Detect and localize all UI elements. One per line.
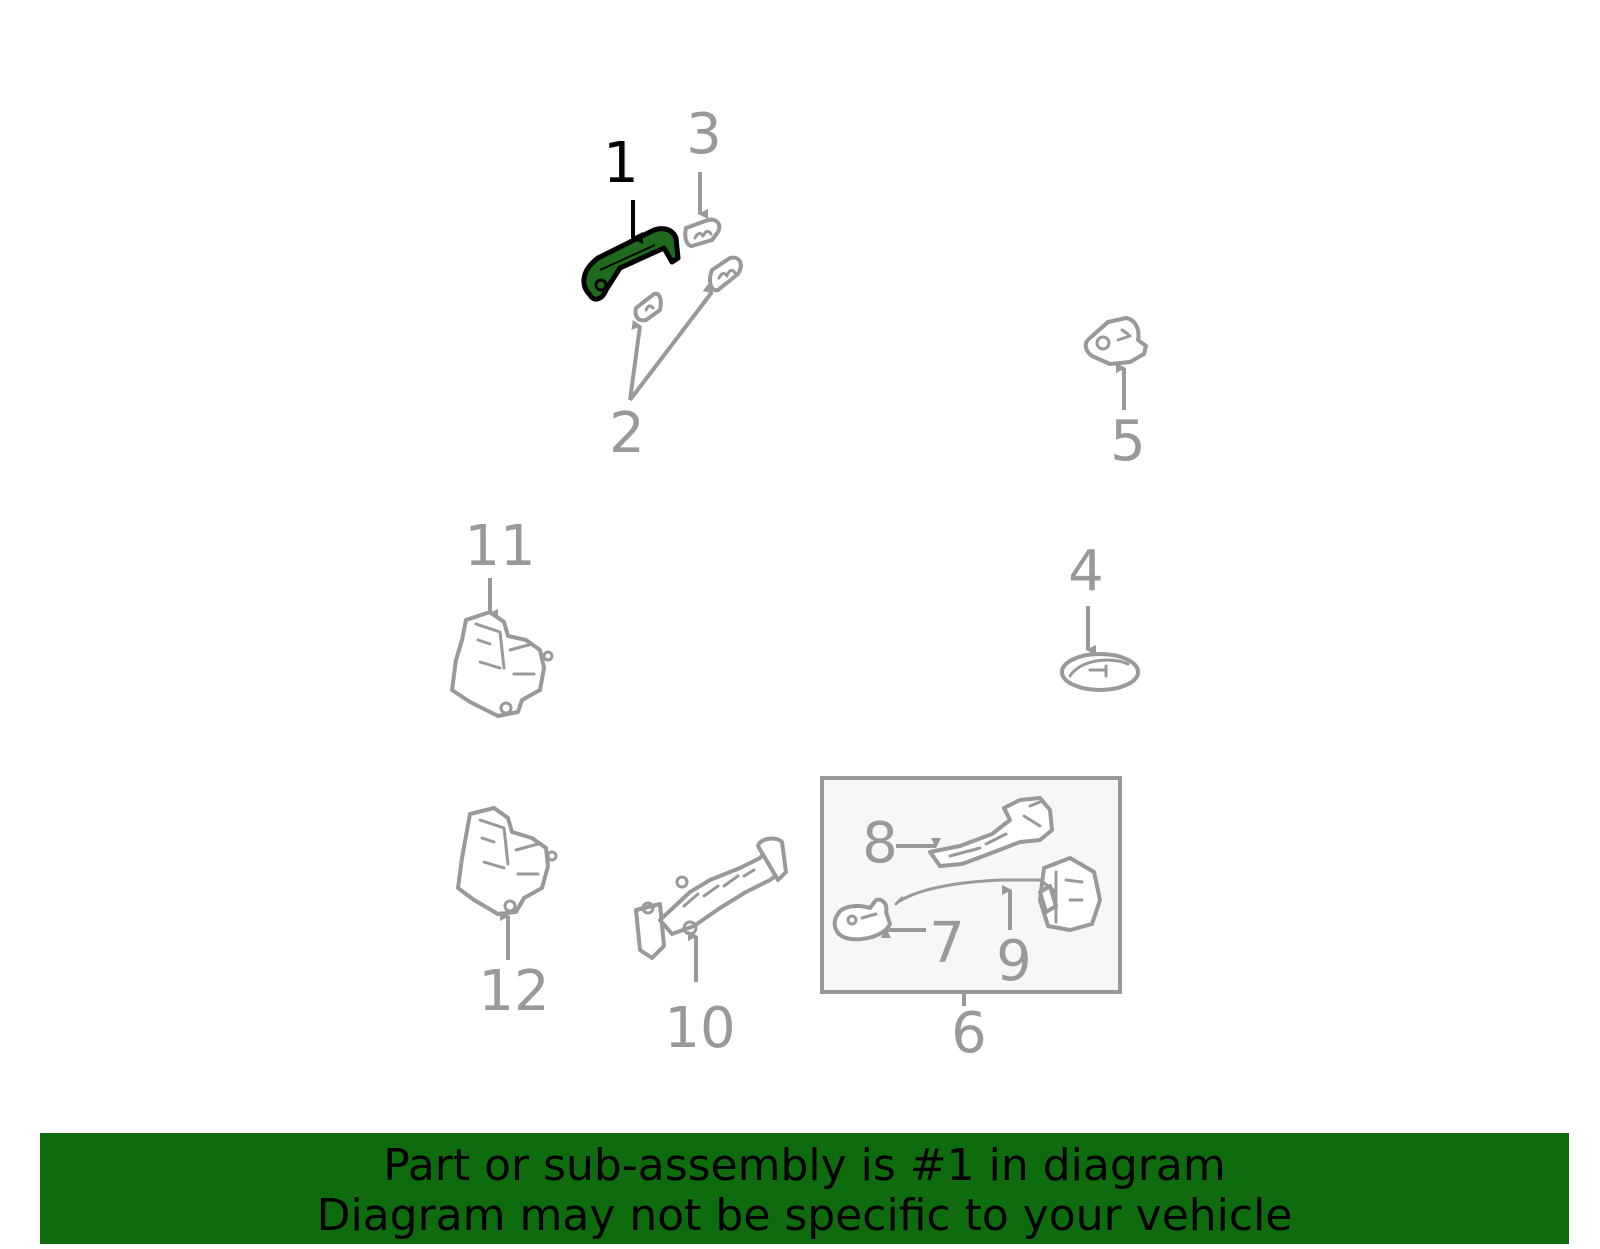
leader-2a	[628, 319, 642, 401]
callout-1[interactable]: 1	[603, 131, 639, 196]
part-4-escutcheon[interactable]	[1060, 652, 1140, 692]
callout-12[interactable]: 12	[478, 959, 549, 1024]
part-2-pad-upper[interactable]	[708, 255, 743, 293]
callout-11[interactable]: 11	[464, 514, 535, 579]
part-2-pad-lower[interactable]	[633, 291, 663, 323]
part-5-bracket[interactable]	[1083, 316, 1148, 366]
callout-8[interactable]: 8	[862, 811, 898, 876]
callout-2[interactable]: 2	[609, 401, 645, 466]
part-3-gasket[interactable]	[683, 217, 722, 248]
callout-6[interactable]: 6	[951, 1001, 987, 1066]
leader-2b	[628, 283, 714, 402]
callout-9[interactable]: 9	[996, 929, 1032, 994]
part-9-latch-actuator[interactable]	[894, 856, 1102, 932]
banner-line-2: Diagram may not be specific to your vehi…	[316, 1190, 1293, 1241]
callout-4[interactable]: 4	[1068, 539, 1104, 604]
info-banner: Part or sub-assembly is #1 in diagram Di…	[40, 1133, 1569, 1244]
part-8-inside-handle-link[interactable]	[928, 796, 1054, 868]
part-1-outside-handle[interactable]	[581, 226, 681, 302]
part-7-rod-clip[interactable]	[832, 897, 892, 942]
part-10-door-check[interactable]	[634, 836, 788, 960]
callout-10[interactable]: 10	[664, 996, 735, 1061]
callout-5[interactable]: 5	[1110, 409, 1146, 474]
part-11-hinge-upper[interactable]	[450, 610, 554, 718]
part-12-hinge-lower[interactable]	[456, 806, 558, 916]
callout-7[interactable]: 7	[929, 911, 965, 976]
banner-line-1: Part or sub-assembly is #1 in diagram	[383, 1140, 1226, 1191]
callout-3[interactable]: 3	[686, 102, 722, 167]
